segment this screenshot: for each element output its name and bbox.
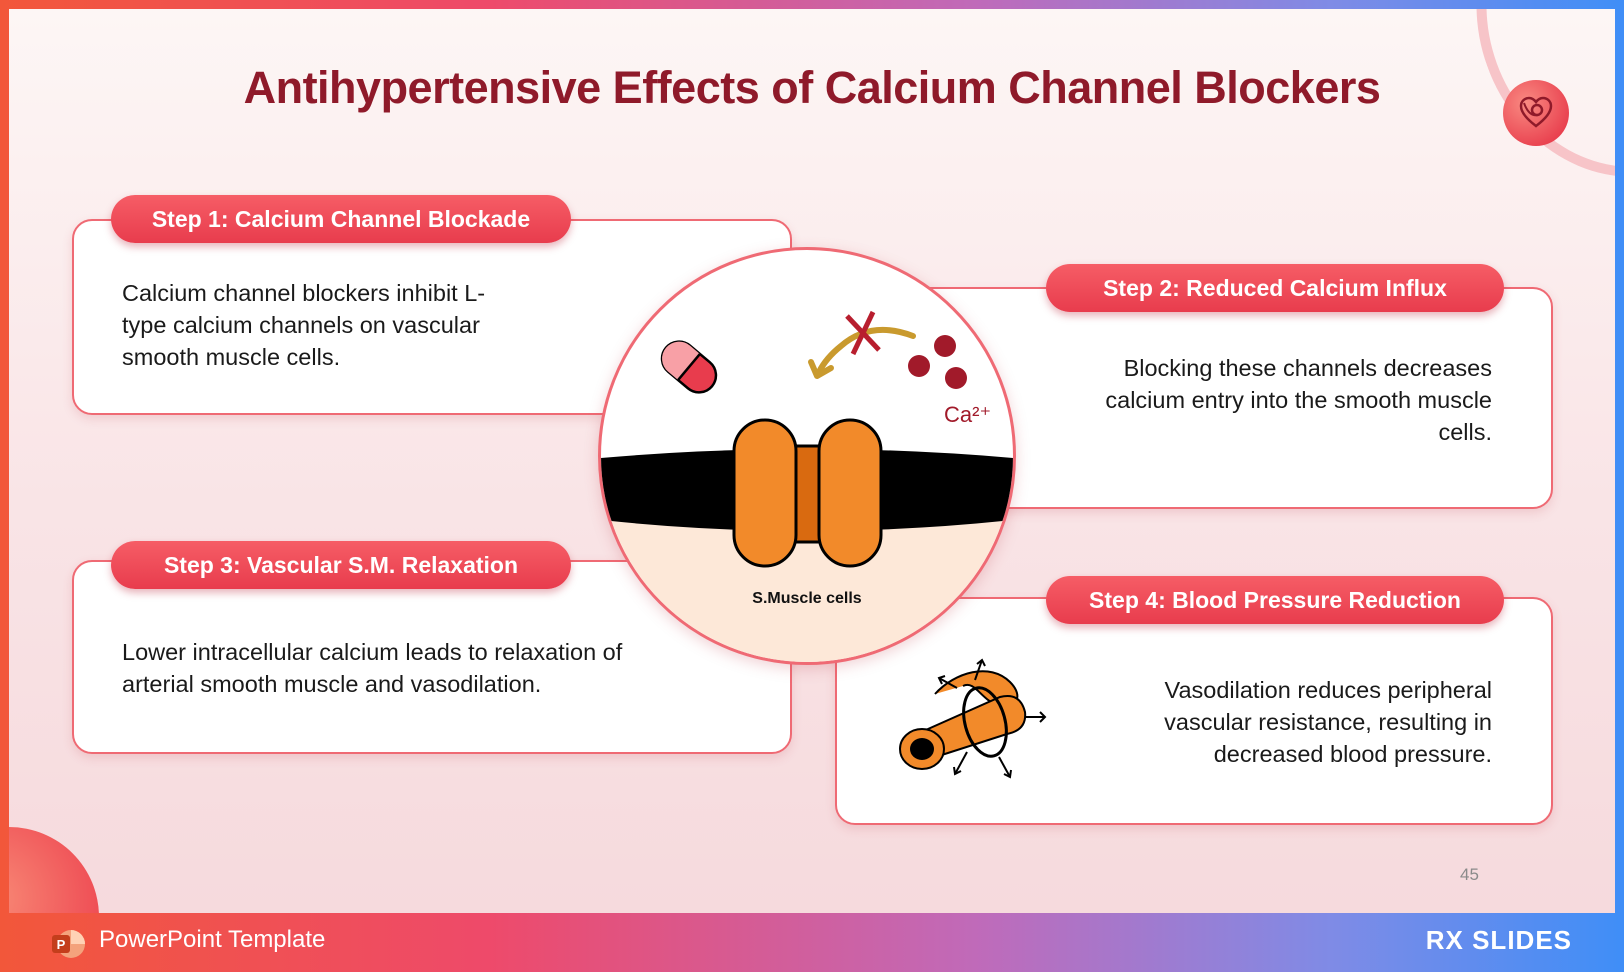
page-number: 45 [1460,865,1479,884]
calcium-ion-icon [908,335,967,389]
calcium-channel-icon [732,418,883,568]
step-4-card [835,597,1553,825]
heart-stethoscope-icon [1503,80,1569,146]
step-2-text: Blocking these channels decreases calciu… [1105,355,1492,445]
footer-bar: P PowerPoint Template RX SLIDES [0,913,1624,972]
powerpoint-icon: P [50,929,86,959]
blocked-arrow-icon [808,310,916,379]
ca-ion-label: Ca²⁺ [944,402,991,427]
template-label: PowerPoint Template [99,926,326,953]
pill-icon [660,340,718,394]
ppt-letter: P [57,937,66,952]
brand-logo: RX SLIDES [1425,925,1572,955]
step-4-label: Step 4: Blood Pressure Reduction [1046,576,1504,624]
corner-decoration [9,827,99,913]
step-4-text: Vasodilation reduces peripheral vascular… [1164,677,1492,767]
step-3-label: Step 3: Vascular S.M. Relaxation [111,541,571,589]
step-2-label: Step 2: Reduced Calcium Influx [1046,264,1504,312]
vessel-dilation-icon [895,652,1055,786]
cell-label: S.Muscle cells [752,590,861,607]
step-3-text: Lower intracellular calcium leads to rel… [122,639,623,697]
slide-title: Antihypertensive Effects of Calcium Chan… [243,62,1381,113]
step-1-label: Step 1: Calcium Channel Blockade [111,195,571,243]
step-1-text: Calcium channel blockers inhibit L-type … [122,280,486,370]
calcium-channel-diagram: Ca²⁺ S.Muscle cells [598,247,1016,665]
